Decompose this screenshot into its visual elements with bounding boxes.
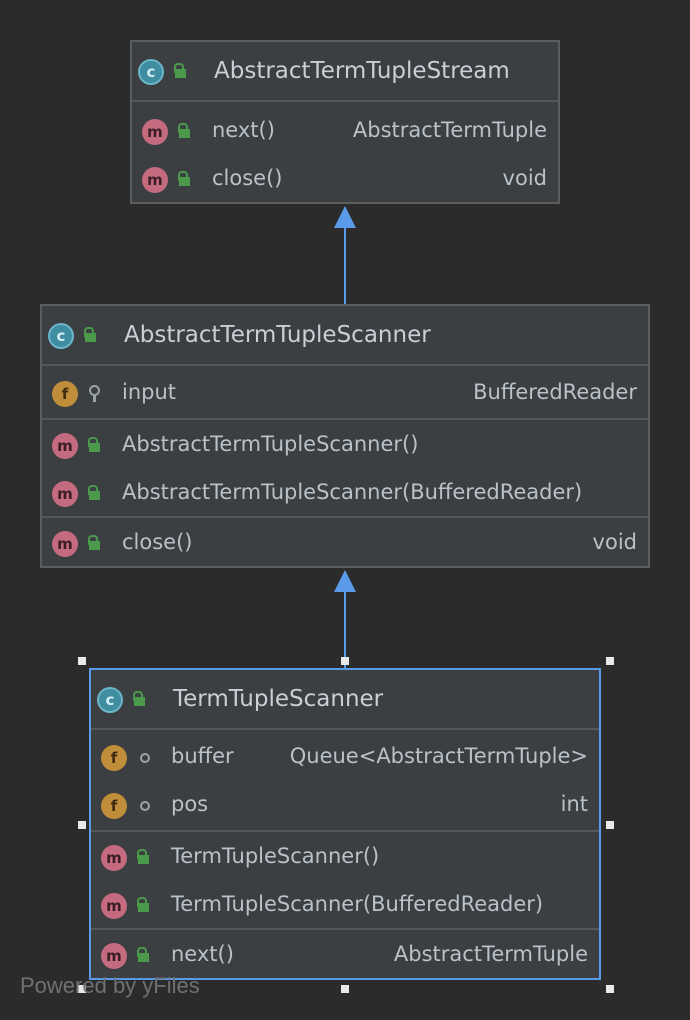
public-lock-icon	[135, 848, 153, 866]
public-lock-icon	[172, 62, 190, 80]
edge-termscanner-to-scanner[interactable]	[334, 570, 356, 668]
class-name: AbstractTermTupleScanner	[124, 322, 431, 348]
member-type: void	[592, 530, 637, 554]
member-type: BufferedReader	[473, 380, 637, 404]
public-lock-icon	[86, 484, 104, 502]
resize-handle-top-left[interactable]	[78, 657, 86, 665]
class-kind-icon: c	[97, 687, 123, 713]
method-icon: m	[101, 943, 127, 969]
member-row[interactable]: m close() void	[42, 520, 648, 568]
resize-handle-left[interactable]	[78, 821, 86, 829]
resize-handle-right[interactable]	[606, 821, 614, 829]
class-header: c AbstractTermTupleStream	[132, 42, 558, 102]
resize-handle-top-right[interactable]	[606, 657, 614, 665]
member-row[interactable]: m AbstractTermTupleScanner()	[42, 422, 648, 470]
class-kind-icon: c	[48, 323, 74, 349]
member-name: close()	[122, 530, 193, 554]
inheritance-arrowhead-icon	[334, 206, 356, 228]
method-icon: m	[142, 167, 168, 193]
class-name: AbstractTermTupleStream	[214, 58, 510, 84]
method-icon: m	[142, 119, 168, 145]
public-lock-icon	[176, 170, 194, 188]
member-name: TermTupleScanner(BufferedReader)	[171, 892, 544, 916]
public-lock-icon	[86, 436, 104, 454]
edge-scanner-to-stream[interactable]	[334, 206, 356, 304]
member-row[interactable]: m next() AbstractTermTuple	[91, 932, 599, 980]
member-name: next()	[212, 118, 275, 142]
field-icon: f	[101, 745, 127, 771]
class-header: c AbstractTermTupleScanner	[42, 306, 648, 366]
member-name: next()	[171, 942, 234, 966]
field-icon: f	[52, 381, 78, 407]
package-private-icon	[135, 796, 153, 814]
class-abstract-term-tuple-stream[interactable]: c AbstractTermTupleStream m next() Abstr…	[130, 40, 560, 204]
method-icon: m	[52, 481, 78, 507]
member-row[interactable]: m close() void	[132, 156, 558, 204]
member-type: Queue<AbstractTermTuple>	[289, 744, 588, 768]
class-term-tuple-scanner[interactable]: c TermTupleScanner f buffer Queue<Abstra…	[89, 668, 601, 980]
methods-section: m close() void	[42, 516, 648, 568]
fields-section: f buffer Queue<AbstractTermTuple> f pos …	[91, 730, 599, 830]
member-name: TermTupleScanner()	[171, 844, 380, 868]
public-lock-icon	[135, 896, 153, 914]
public-lock-icon	[135, 946, 153, 964]
methods-section: m next() AbstractTermTuple	[91, 928, 599, 980]
method-icon: m	[101, 845, 127, 871]
resize-handle-bottom-left[interactable]	[78, 985, 86, 993]
class-name: TermTupleScanner	[173, 686, 384, 712]
public-lock-icon	[82, 326, 100, 344]
member-name: buffer	[171, 744, 234, 768]
methods-section: m next() AbstractTermTuple m close() voi…	[132, 102, 558, 202]
public-lock-icon	[86, 534, 104, 552]
member-name: close()	[212, 166, 283, 190]
member-type: AbstractTermTuple	[352, 118, 547, 142]
resize-handle-bottom[interactable]	[341, 985, 349, 993]
class-kind-icon: c	[138, 59, 164, 85]
method-icon: m	[52, 531, 78, 557]
resize-handle-top[interactable]	[341, 657, 349, 665]
package-private-icon	[135, 748, 153, 766]
member-row[interactable]: f input BufferedReader	[42, 370, 648, 418]
public-lock-icon	[176, 122, 194, 140]
member-row[interactable]: m TermTupleScanner(BufferedReader)	[91, 882, 599, 930]
inheritance-arrowhead-icon	[334, 570, 356, 592]
class-abstract-term-tuple-scanner[interactable]: c AbstractTermTupleScanner f input Buffe…	[40, 304, 650, 568]
constructors-section: m AbstractTermTupleScanner() m AbstractT…	[42, 418, 648, 518]
member-type: int	[560, 792, 588, 816]
method-icon: m	[52, 433, 78, 459]
member-row[interactable]: f buffer Queue<AbstractTermTuple>	[91, 734, 599, 782]
member-type: void	[502, 166, 547, 190]
member-row[interactable]: f pos int	[91, 782, 599, 830]
member-name: pos	[171, 792, 209, 816]
constructors-section: m TermTupleScanner() m TermTupleScanner(…	[91, 830, 599, 930]
class-header: c TermTupleScanner	[91, 670, 599, 730]
field-icon: f	[101, 793, 127, 819]
member-name: AbstractTermTupleScanner(BufferedReader)	[122, 480, 583, 504]
member-type: AbstractTermTuple	[393, 942, 588, 966]
public-lock-icon	[131, 690, 149, 708]
member-row[interactable]: m AbstractTermTupleScanner(BufferedReade…	[42, 470, 648, 518]
resize-handle-bottom-right[interactable]	[606, 985, 614, 993]
private-key-icon	[86, 384, 104, 402]
fields-section: f input BufferedReader	[42, 366, 648, 418]
yfiles-watermark: Powered by yFiles	[20, 973, 200, 998]
member-row[interactable]: m next() AbstractTermTuple	[132, 108, 558, 156]
member-name: AbstractTermTupleScanner()	[122, 432, 419, 456]
member-row[interactable]: m TermTupleScanner()	[91, 834, 599, 882]
member-name: input	[122, 380, 177, 404]
method-icon: m	[101, 893, 127, 919]
